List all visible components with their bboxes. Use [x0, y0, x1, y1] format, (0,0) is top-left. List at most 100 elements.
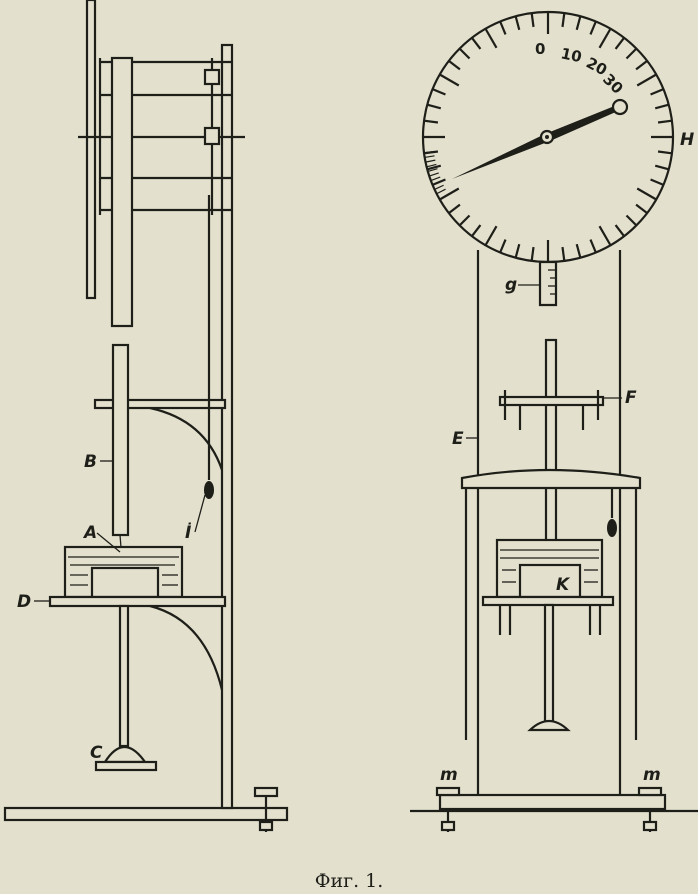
dial-tick [561, 12, 566, 28]
dial-tick [423, 119, 439, 124]
leveling-screw-left [253, 786, 279, 832]
dial-tick [439, 73, 460, 87]
dial-fine-tick [427, 168, 438, 173]
dial-tick [458, 47, 471, 60]
block [90, 566, 160, 599]
dial-tick [635, 60, 648, 71]
dial-label-10: 10 [559, 44, 583, 66]
label-C: C [90, 743, 103, 763]
dial-fine-tick [424, 155, 435, 159]
left-base-plate [3, 806, 289, 822]
dial-tick [589, 21, 597, 35]
left-upright-post [220, 43, 234, 810]
dial-tick [636, 187, 657, 201]
dial-tick [589, 239, 597, 253]
dial-ticks [423, 12, 673, 262]
dial-tick [471, 37, 482, 50]
dial-tick [423, 150, 439, 155]
needle-tip [611, 98, 629, 116]
dial-tick [426, 164, 442, 171]
label-m-left: m [440, 765, 458, 785]
dial-tick [657, 119, 673, 124]
dial-fine-tick [425, 159, 436, 163]
dial-tick [575, 243, 582, 259]
dial-tick [499, 21, 507, 35]
shelf-right [481, 595, 615, 607]
label-A: A [82, 523, 97, 543]
dial-tick [530, 246, 535, 262]
upper-shelf [93, 398, 227, 410]
outer-cylinder [464, 488, 638, 740]
dial-tick [484, 225, 498, 246]
dial-tick [514, 243, 521, 259]
crossbar-F [498, 390, 605, 430]
dial-tick [448, 203, 461, 214]
leveling-screw-m-right [637, 786, 663, 832]
dial-tick [598, 225, 612, 246]
dial-tick [614, 37, 625, 50]
right-base-plate [438, 793, 667, 811]
dial-fine-tick [423, 150, 434, 154]
water-lines [68, 556, 179, 586]
dial-tick [636, 73, 657, 87]
dial-fine-tick [426, 163, 437, 168]
label-I: İ [185, 521, 192, 543]
dial-fine-tick [429, 172, 439, 177]
dial-tick [458, 214, 471, 227]
dial-tick [625, 47, 638, 60]
dial-tick [426, 103, 442, 110]
dial-tick [514, 15, 521, 31]
lower-bracket [149, 604, 224, 691]
tube-B [111, 343, 130, 537]
support-rod-right [543, 603, 555, 727]
plate-D [48, 595, 227, 608]
block-K [518, 563, 582, 599]
upper-bracket [149, 406, 224, 471]
top-crossbar [460, 468, 642, 490]
dial-tick [654, 164, 670, 171]
dial-tick [650, 88, 664, 96]
dial-fine-tick [434, 184, 444, 190]
right-apparatus: 0 10 20 30 H g F E K [410, 10, 698, 832]
dial-needle [452, 105, 618, 179]
dial-tick [561, 246, 566, 262]
label-F: F [625, 388, 637, 408]
dial-tick [530, 12, 535, 28]
label-K: K [556, 575, 571, 595]
dial-tick [650, 178, 664, 186]
bob-I [204, 481, 214, 499]
figure-caption: Фиг. 1. [315, 870, 384, 892]
scale-g [538, 260, 558, 307]
dial-tick [657, 150, 673, 155]
label-H: H [680, 130, 694, 150]
dial-tick [654, 103, 670, 110]
dial-fine-tick [436, 188, 446, 195]
wheel-edge [85, 0, 97, 300]
dial-tick [432, 88, 446, 96]
stand-C-base [94, 760, 158, 772]
label-E: E [452, 429, 464, 449]
left-apparatus: B A İ D C [3, 0, 289, 832]
dial-tick [635, 203, 648, 214]
stand-C-dome [103, 745, 148, 764]
dial-tick [499, 239, 507, 253]
dial-fine-tick [432, 180, 443, 186]
dial-tick [439, 187, 460, 201]
hanging-weight [110, 56, 134, 328]
dial-tick [471, 224, 482, 237]
bob-right [607, 519, 617, 537]
label-m-right: m [643, 765, 661, 785]
leveling-screw-m-left [435, 786, 461, 832]
support-rod [118, 604, 130, 748]
dial-tick [484, 28, 498, 49]
label-B: B [84, 452, 97, 472]
dial-fine-tick [430, 176, 441, 182]
dial-tick [625, 214, 638, 227]
label-D: D [17, 592, 31, 612]
dial-tick [614, 224, 625, 237]
dial-tick [598, 28, 612, 49]
dial-label-0: 0 [535, 40, 545, 58]
rod-right [544, 338, 558, 552]
label-g: g [505, 275, 517, 295]
